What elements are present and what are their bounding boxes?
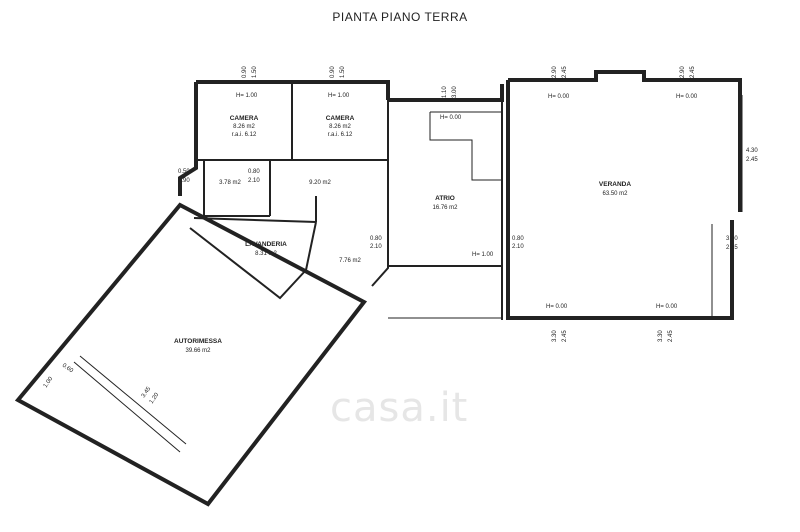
- dim-label: 2.45: [690, 66, 696, 78]
- dim-label: 0.80: [512, 236, 524, 242]
- height-note: H= 0.00: [656, 304, 678, 310]
- room-name-lavanderia: LAVANDERIA: [245, 241, 287, 248]
- dim-label: 1.10: [442, 86, 448, 98]
- room-area-lavanderia: 8.31 m2: [255, 251, 277, 257]
- dim-label: 2.90: [680, 66, 686, 78]
- room-area-bagno: 3.78 m2: [219, 180, 241, 186]
- wall-bath: [203, 160, 270, 217]
- wall-corr: [305, 221, 317, 271]
- dim-label: 3.30: [658, 330, 664, 342]
- stairs-outline: [429, 111, 503, 181]
- dim-label: 2.90: [552, 66, 558, 78]
- dim-label: 1.50: [252, 66, 258, 78]
- wall-top-left: [196, 80, 390, 100]
- height-note: H= 1.00: [328, 93, 350, 99]
- height-note: H= 0.00: [548, 94, 570, 100]
- room-name-autorimessa: AUTORIMESSA: [174, 338, 222, 345]
- plan-title: PIANTA PIANO TERRA: [332, 10, 468, 24]
- dim-label: 4.30: [746, 148, 758, 154]
- room-name-veranda: VERANDA: [599, 181, 631, 188]
- room-name-camera-2: CAMERA: [326, 115, 355, 122]
- dim-label: 3.00: [726, 236, 738, 242]
- wall-laundry: [189, 227, 307, 300]
- dim-label: 0.80: [370, 236, 382, 242]
- dim-label: 2.45: [668, 330, 674, 342]
- dim-label: 3.30: [552, 330, 558, 342]
- height-note: H= 0.00: [676, 94, 698, 100]
- dim-label: 1.00: [43, 376, 55, 390]
- dim-label: 2.45: [746, 157, 758, 163]
- dim-label: 2.45: [726, 245, 738, 251]
- dim-label: 2.45: [562, 66, 568, 78]
- room-extra-camera-1: r.a.i. 6.12: [232, 132, 257, 138]
- room-area-veranda: 63.50 m2: [602, 191, 628, 197]
- room-area-corridoio: 7.76 m2: [339, 258, 361, 264]
- room-area-atrio: 16.76 m2: [432, 205, 458, 211]
- wall-hall: [371, 100, 389, 287]
- room-area-disimpegno: 9.20 m2: [309, 180, 331, 186]
- dim-label: 3.45: [141, 386, 153, 400]
- watermark: casa.it: [330, 385, 469, 431]
- wall-garage: [14, 202, 368, 507]
- height-note: H= 0.00: [546, 304, 568, 310]
- dim-label: 0.60: [61, 363, 75, 375]
- wall-veranda-right: [506, 80, 734, 320]
- dim-label: 1.20: [149, 392, 161, 406]
- dim-label: 2.10: [512, 244, 524, 250]
- dim-label: 0.90: [330, 66, 336, 78]
- room-name-atrio: ATRIO: [435, 195, 455, 202]
- garage-door-line-2: [73, 361, 181, 453]
- dim-label: 2.10: [248, 178, 260, 184]
- dim-label: 3.00: [452, 86, 458, 98]
- room-extra-camera-2: r.a.i. 6.12: [328, 132, 353, 138]
- room-name-camera-1: CAMERA: [230, 115, 259, 122]
- wall-laundry-top: [193, 217, 317, 223]
- wall-bedrooms: [178, 82, 198, 196]
- dim-label: 2.10: [370, 244, 382, 250]
- dim-label: 0.90: [178, 178, 190, 184]
- room-area-camera-1: 8.26 m2: [233, 124, 255, 130]
- dim-label: 1.50: [340, 66, 346, 78]
- height-note: H= 1.00: [472, 252, 494, 258]
- garage-door-line: [79, 355, 187, 445]
- dim-label: 0.50: [178, 169, 190, 175]
- dim-label: 0.90: [242, 66, 248, 78]
- dim-label: 2.45: [562, 330, 568, 342]
- wall-veranda: [508, 70, 742, 212]
- room-area-camera-2: 8.26 m2: [329, 124, 351, 130]
- dim-label: 0.80: [248, 169, 260, 175]
- height-note: H= 0.00: [440, 115, 462, 121]
- room-area-autorimessa: 39.66 m2: [185, 348, 211, 354]
- height-note: H= 1.00: [236, 93, 258, 99]
